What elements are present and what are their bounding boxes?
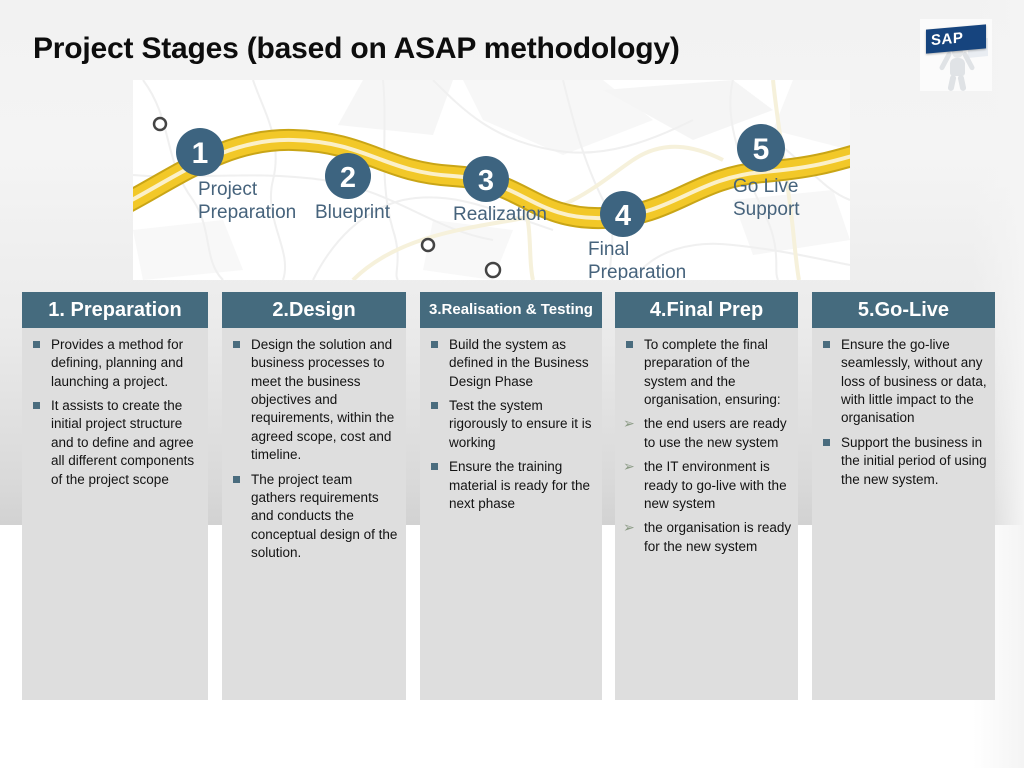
arrow-bullet-icon: ➢ [623,415,635,432]
square-bullet-icon [33,402,40,410]
square-bullet-icon [823,341,830,348]
stage-column-3: 3.Realisation & Testing Build the system… [420,292,602,700]
stage-label-5b: Support [733,199,800,220]
list-item-text: Build the system as defined in the Busin… [449,337,589,389]
square-bullet-icon [626,341,633,348]
stage-column-header-2[interactable]: 2.Design [222,292,406,328]
list-item: Test the system rigorously to ensure it … [426,397,596,452]
square-bullet-icon [431,463,438,471]
arrow-bullet-icon: ➢ [623,519,635,536]
bullet-list-5: Ensure the go-live seamlessly, without a… [818,336,989,489]
stage-column-body-4: To complete the final preparation of the… [615,328,798,700]
list-item: Ensure the go-live seamlessly, without a… [818,336,989,428]
stage-number-3: 3 [478,165,494,197]
list-item-text: Ensure the training material is ready fo… [449,459,591,511]
list-item: Ensure the training material is ready fo… [426,458,596,513]
sap-logo-leg-right [957,74,967,91]
stage-column-4: 4.Final Prep To complete the final prepa… [615,292,798,700]
list-item-text: the end users are ready to use the new s… [644,416,787,450]
roadmap-svg: 1 Project Preparation 2 Blueprint 3 Real… [133,80,850,280]
list-item-text: Provides a method for defining, planning… [51,337,184,389]
stage-marker-3 [463,156,509,202]
stage-column-body-2: Design the solution and business process… [222,328,406,700]
list-item-text: The project team gathers requirements an… [251,471,398,560]
list-item: The project team gathers requirements an… [228,471,400,563]
arrow-bullet-icon: ➢ [623,458,635,475]
stage-label-4b: Preparation [588,262,686,280]
stage-column-2: 2.Design Design the solution and busines… [222,292,406,700]
list-item-text: Test the system rigorously to ensure it … [449,398,592,450]
stage-column-header-1[interactable]: 1. Preparation [22,292,208,328]
bullet-list-4: To complete the final preparation of the… [621,336,792,556]
list-item-text: To complete the final preparation of the… [644,337,781,408]
list-item-text: the IT environment is ready to go-live w… [644,459,787,511]
stage-marker-2 [325,153,371,199]
list-item: Build the system as defined in the Busin… [426,336,596,391]
stage-number-5: 5 [753,133,770,166]
stage-marker-1 [176,128,224,176]
page-title: Project Stages (based on ASAP methodolog… [33,32,680,65]
stage-marker-5 [737,124,785,172]
list-item-text: the organisation is ready for the new sy… [644,520,792,554]
roadmap-route [133,128,850,230]
list-item-text: Ensure the go-live seamlessly, without a… [841,337,987,426]
list-item-text: It assists to create the initial project… [51,398,195,487]
stage-column-header-3[interactable]: 3.Realisation & Testing [420,292,602,328]
stage-number-1: 1 [192,137,209,170]
sap-logo-head [952,47,963,58]
square-bullet-icon [823,438,830,446]
bullet-list-3: Build the system as defined in the Busin… [426,336,596,513]
sap-logo-text: SAP [931,29,964,50]
stage-column-body-1: Provides a method for defining, planning… [22,328,208,700]
square-bullet-icon [33,341,40,348]
sap-logo: SAP [920,19,992,91]
map-node-icon [420,237,436,253]
stage-label-2a: Blueprint [315,202,391,223]
bullet-list-1: Provides a method for defining, planning… [28,336,202,489]
stage-label-1a: Project [198,179,258,200]
sap-logo-leg-left [947,74,957,91]
asap-roadmap-graphic: 1 Project Preparation 2 Blueprint 3 Real… [133,80,850,280]
stage-label-1b: Preparation [198,202,296,223]
stage-column-header-5[interactable]: 5.Go-Live [812,292,995,328]
square-bullet-icon [431,402,438,410]
list-item: ➢ the organisation is ready for the new s… [621,519,792,556]
map-node-icon [152,116,168,132]
list-item: Support the business in the initial peri… [818,434,989,489]
sap-logo-figure [938,47,976,91]
bullet-list-2: Design the solution and business process… [228,336,400,562]
list-item: Provides a method for defining, planning… [28,336,202,391]
map-node-icon [484,261,502,279]
list-item: To complete the final preparation of the… [621,336,792,409]
square-bullet-icon [431,341,438,348]
list-item: ➢ the IT environment is ready to go-live … [621,458,792,513]
square-bullet-icon [233,341,240,348]
stage-number-2: 2 [340,162,356,194]
stage-label-4a: Final [588,239,629,260]
stage-label-3a: Realization [453,204,547,225]
stage-marker-4 [600,191,646,237]
stage-column-header-4[interactable]: 4.Final Prep [615,292,798,328]
stage-label-5a: Go Live [733,176,798,197]
stage-column-body-3: Build the system as defined in the Busin… [420,328,602,700]
list-item: It assists to create the initial project… [28,397,202,489]
stage-column-body-5: Ensure the go-live seamlessly, without a… [812,328,995,700]
roadmap-stage-markers: 1 Project Preparation 2 Blueprint 3 Real… [176,124,800,280]
sap-logo-body [950,58,965,76]
list-item: ➢ the end users are ready to use the new … [621,415,792,452]
stage-column-1: 1. Preparation Provides a method for def… [22,292,208,700]
square-bullet-icon [233,475,240,483]
list-item-text: Support the business in the initial peri… [841,434,987,487]
list-item-text: Design the solution and business process… [251,337,395,463]
stage-number-4: 4 [615,200,631,232]
stage-column-5: 5.Go-Live Ensure the go-live seamlessly,… [812,292,995,700]
list-item: Design the solution and business process… [228,336,400,465]
